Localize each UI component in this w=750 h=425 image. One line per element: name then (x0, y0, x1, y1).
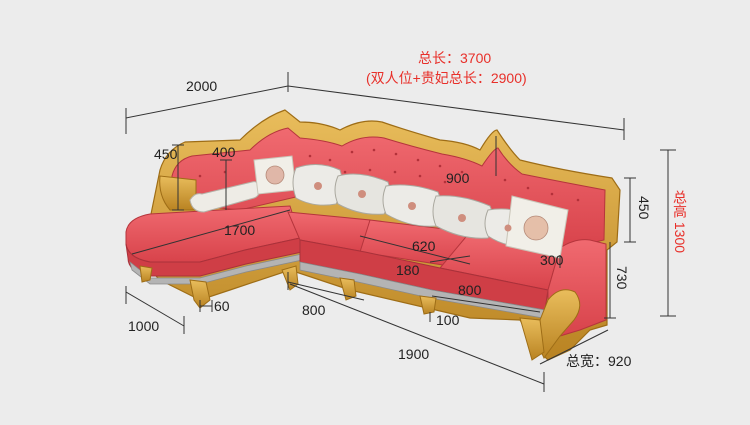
dim-400: 400 (212, 144, 236, 160)
dim-1700: 1700 (224, 222, 256, 238)
dim-450-left: 450 (154, 146, 178, 162)
dim-1900: 1900 (398, 346, 430, 362)
dimension-lines (125, 72, 676, 392)
sofa-illustration (125, 109, 621, 361)
dim-450-right: 450 (636, 196, 652, 220)
loveseat-chaise-length-label: (双人位+贵妃总长：2900) (366, 70, 527, 86)
total-length-label: 总长：3700 (418, 50, 492, 66)
dim-1000: 1000 (128, 318, 160, 334)
dim-100: 100 (436, 312, 460, 328)
dim-300: 300 (540, 252, 564, 268)
dim-900: 900 (446, 170, 470, 186)
dim-620: 620 (412, 238, 436, 254)
dim-2000: 2000 (186, 78, 218, 94)
dim-730: 730 (614, 266, 630, 290)
tufting (198, 148, 580, 202)
dim-60: 60 (214, 298, 230, 314)
total-depth-label: 总宽：920 (566, 353, 632, 369)
pillows (189, 155, 569, 259)
dim-180: 180 (396, 262, 420, 278)
total-height-label: 总高 1300 (672, 190, 688, 254)
dim-800-lower: 800 (302, 302, 326, 318)
dim-800-seat: 800 (458, 282, 482, 298)
legs (139, 265, 545, 361)
